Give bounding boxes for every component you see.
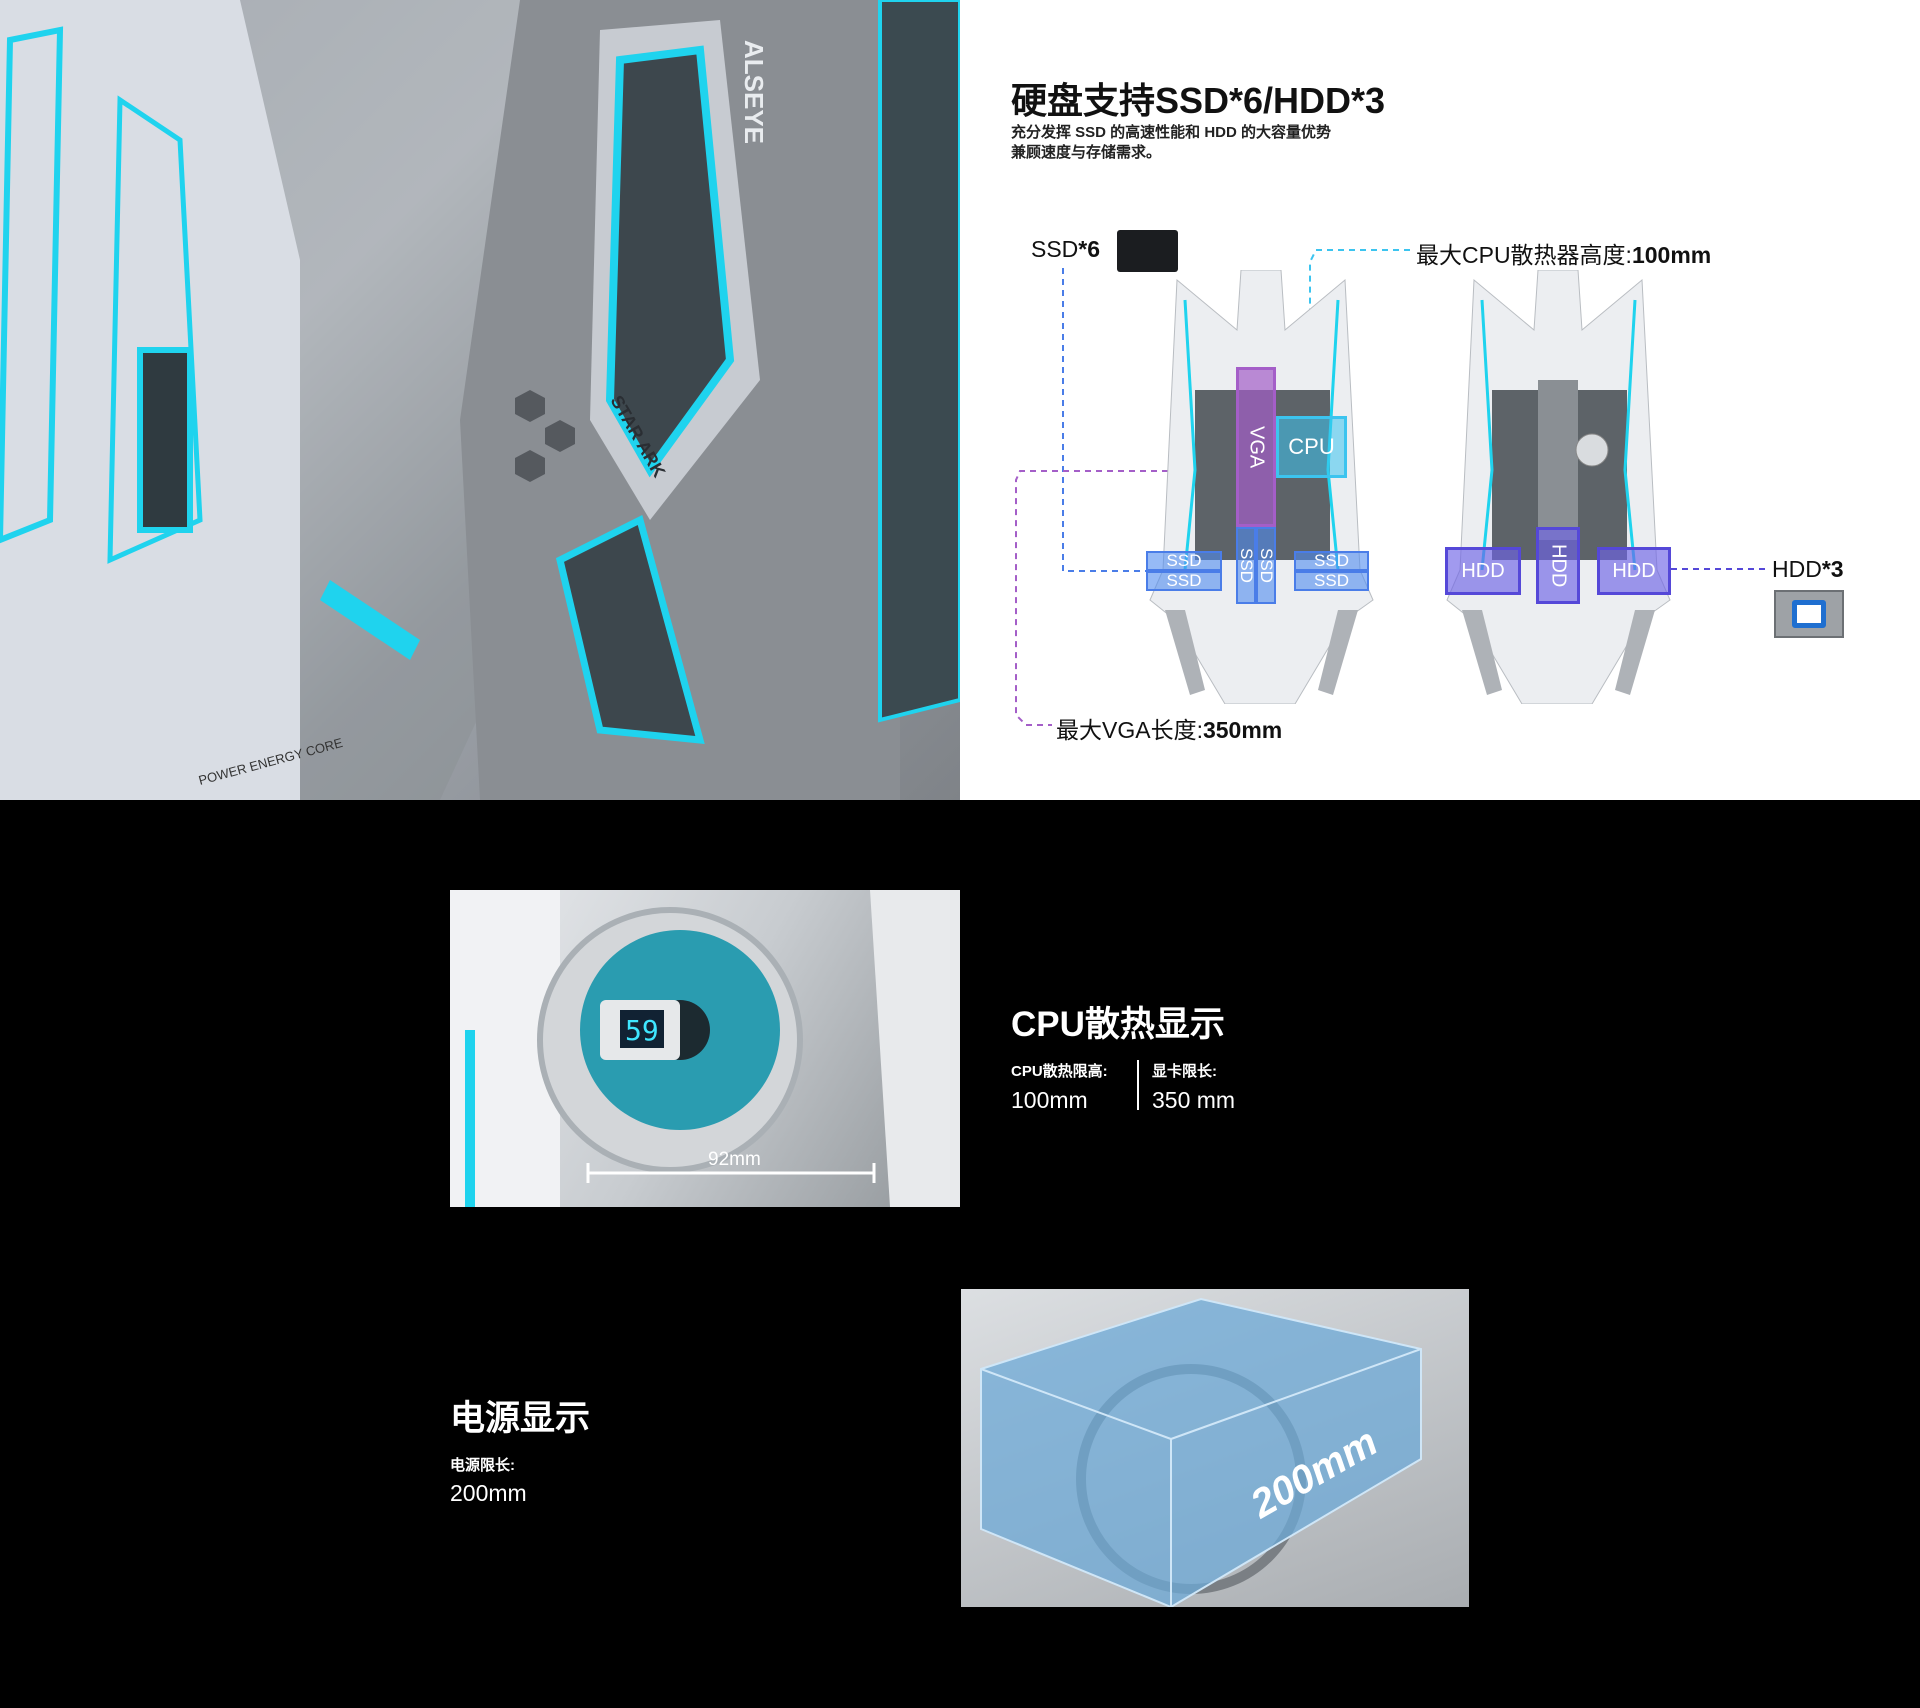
psu-bay-image: 200mm: [961, 1289, 1469, 1607]
hdd-drive-icon: [1774, 590, 1844, 638]
hero-product-image: ALSEYE STAR ARK POWER ENERGY CORE: [0, 0, 962, 800]
storage-desc-line1: 充分发挥 SSD 的高速性能和 HDD 的大容量优势: [1011, 124, 1332, 141]
hdd-slot-box: HDD: [1445, 547, 1521, 595]
ssd-count-label: SSD*6: [1031, 236, 1101, 262]
hdd-slot-box: HDD: [1597, 547, 1671, 595]
case-render: ALSEYE STAR ARK POWER ENERGY CORE: [0, 0, 962, 800]
cpu-height-label: CPU散热限高:: [1011, 1063, 1108, 1080]
psu-length-value: 200mm: [450, 1480, 527, 1506]
storage-title: 硬盘支持SSD*6/HDD*3: [1011, 80, 1386, 121]
case-render-front-hdd: [1446, 270, 1671, 704]
storage-diagram-panel: [960, 0, 1920, 800]
cpu-cooler-height-label: 最大CPU散热器高度:100mm: [1416, 242, 1712, 268]
ssd-slot-box: SSD: [1294, 571, 1369, 591]
temperature-readout: 59: [625, 1014, 659, 1047]
brand-logo-text: ALSEYE: [739, 40, 769, 144]
hdd-count-label: HDD*3: [1772, 556, 1844, 582]
gpu-length-label: 显卡限长:: [1152, 1063, 1217, 1080]
cpu-zone-box: CPU: [1276, 416, 1347, 478]
vga-length-label: 最大VGA长度:350mm: [1056, 717, 1283, 743]
hdd-slot-box: HDD: [1536, 527, 1580, 604]
ssd-slot-box: SSD: [1256, 527, 1276, 604]
dashed-leader-lines: [1015, 249, 1765, 726]
fan-width-dimension: 92mm: [708, 1149, 761, 1170]
gpu-length-value: 350 mm: [1152, 1087, 1236, 1113]
cpu-height-value: 100mm: [1011, 1087, 1088, 1113]
cpu-cooler-image: 59 92mm: [450, 890, 960, 1207]
spec-divider: [1137, 1060, 1139, 1110]
psu-section-title: 电源显示: [450, 1399, 591, 1438]
ssd-drive-icon: [1117, 230, 1178, 272]
cpu-section-title: CPU散热显示: [1011, 1005, 1225, 1044]
storage-desc-line2: 兼顾速度与存储需求。: [1011, 144, 1162, 161]
ssd-slot-box: SSD: [1146, 551, 1222, 571]
psu-length-label: 电源限长:: [450, 1457, 515, 1474]
ssd-slot-box: SSD: [1146, 571, 1222, 591]
ssd-slot-box: SSD: [1294, 551, 1369, 571]
ssd-slot-box: SSD: [1236, 527, 1256, 604]
vga-zone-box: VGA: [1236, 367, 1276, 527]
